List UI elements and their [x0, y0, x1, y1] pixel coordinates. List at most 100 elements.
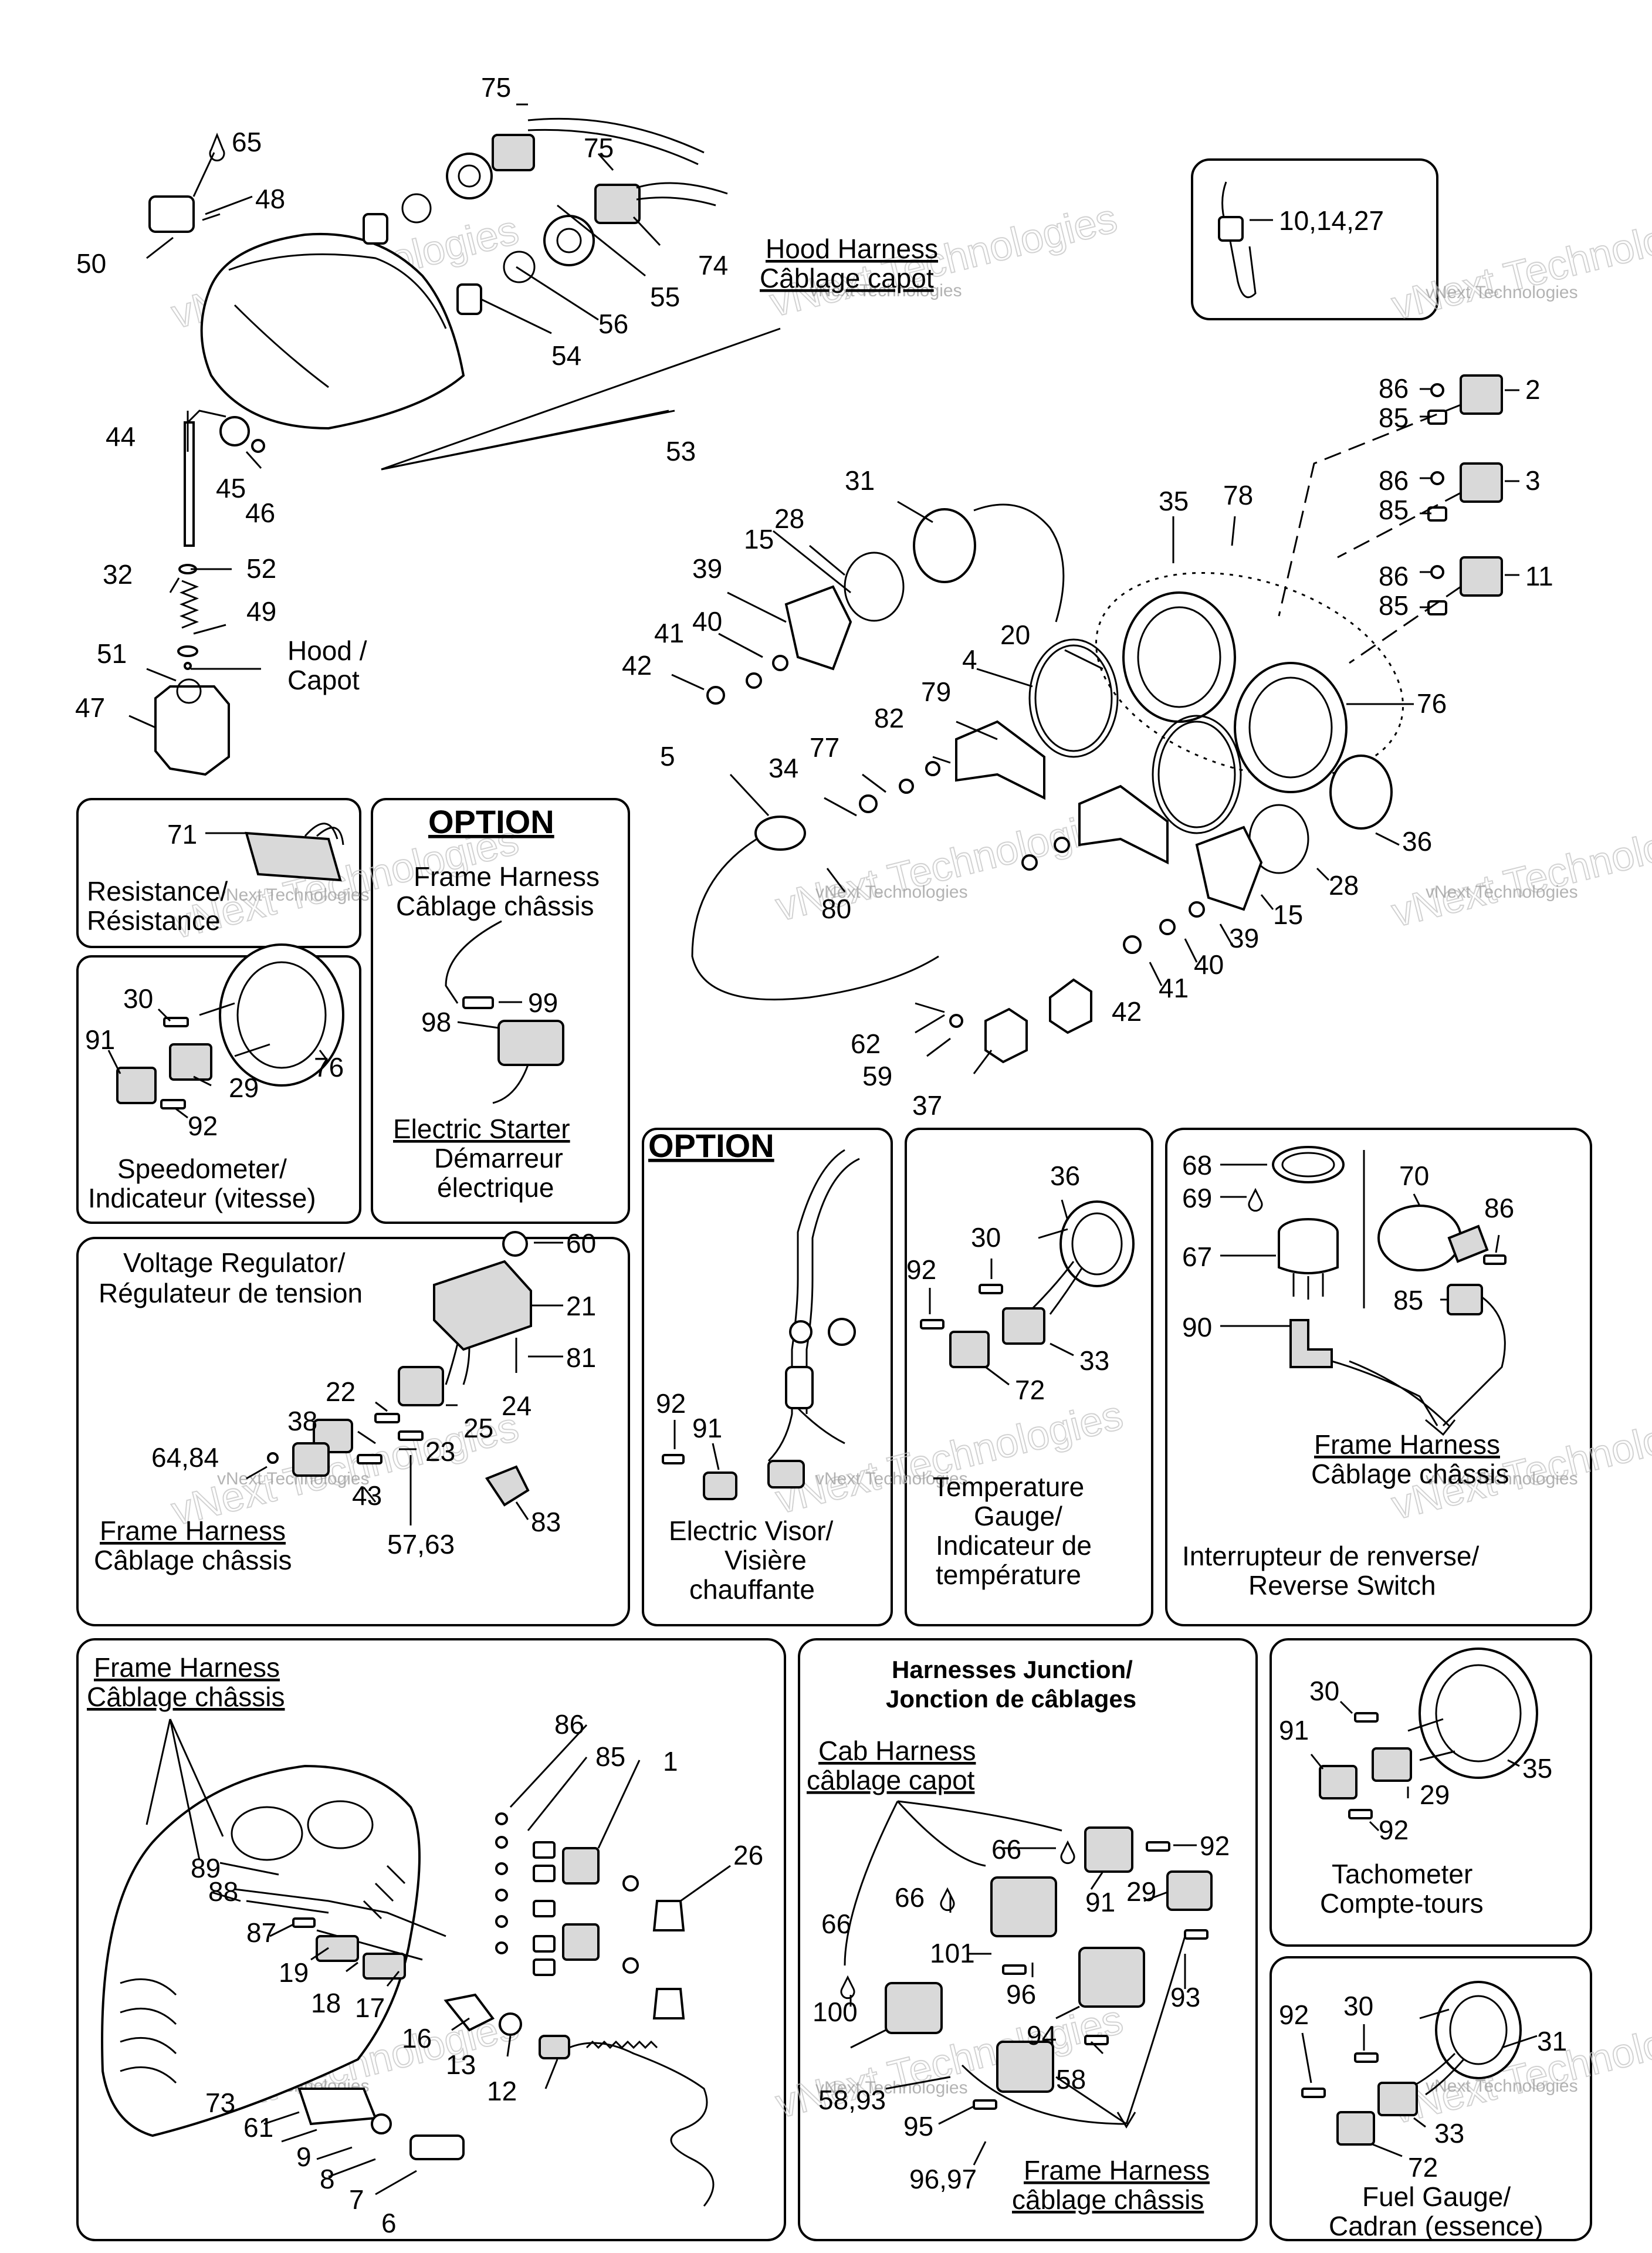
callout-86: 86	[1379, 465, 1409, 496]
reverse-frame-fr: Câblage châssis	[1311, 1459, 1509, 1489]
callout-35: 35	[1522, 1753, 1552, 1784]
callout-20: 20	[1000, 620, 1030, 650]
switch-knob	[622, 1875, 639, 1892]
callout-91: 91	[692, 1413, 722, 1443]
tachometer-panel	[1270, 1638, 1592, 1947]
pointer-lines	[145, 1718, 224, 1860]
cab-harness-arrows	[844, 1800, 1062, 1966]
hood-headlight-assembly	[128, 103, 781, 776]
visor-caption-fr1: Visière	[725, 1545, 807, 1575]
callout-85: 85	[595, 1741, 625, 1772]
frame-harness-arrows	[961, 1936, 1186, 2129]
gauge-cluster-callouts: 86 85 2 86 85 3 86 85 11 31 28 15 39 41 …	[622, 373, 1553, 1121]
callout-92: 92	[1379, 1815, 1409, 1845]
callout-92: 92	[906, 1254, 936, 1285]
tether-cap	[444, 1993, 495, 2032]
terminal	[398, 1430, 424, 1441]
reverse-caption-en: Reverse Switch	[1248, 1570, 1436, 1601]
callout-69: 69	[1182, 1183, 1212, 1213]
callout-92: 92	[1200, 1831, 1230, 1861]
switch	[562, 1923, 600, 1961]
callout-4: 4	[962, 644, 977, 675]
voltage-regulator-panel	[76, 1237, 630, 1626]
voltage-title-en: Voltage Regulator/	[123, 1247, 346, 1278]
callout-98: 98	[421, 1007, 451, 1037]
bracket	[955, 720, 1045, 800]
option-starter-panel	[371, 798, 630, 1224]
watermark-large: vNext Technologies	[1387, 805, 1652, 935]
top-callouts: 75 75 65 48 50 74 55 56 54 53 44 45 46 5…	[75, 72, 728, 723]
washer	[772, 655, 788, 671]
callout-15: 15	[1273, 899, 1303, 930]
callout-6: 6	[381, 2208, 397, 2238]
option-label: OPTION	[428, 803, 554, 840]
cab-harness-en: Cab Harness	[818, 1736, 976, 1766]
leader-lines	[929, 1199, 1074, 1386]
callout-59: 59	[862, 1061, 892, 1091]
callout-41: 41	[1159, 973, 1189, 1003]
nut	[706, 686, 725, 705]
callout-1: 1	[663, 1746, 678, 1777]
terminal	[1483, 1254, 1507, 1265]
leader-lines	[1220, 1163, 1500, 1327]
resistance-caption-en: Resistance/	[87, 876, 228, 906]
grommet	[219, 416, 250, 446]
bulb	[1430, 383, 1444, 397]
panel-borders	[76, 158, 1592, 2241]
o-ring	[1152, 715, 1242, 834]
callout-26: 26	[733, 1840, 763, 1870]
bulb-socket-inner	[556, 228, 582, 253]
leader-lines	[1310, 1700, 1520, 1832]
visor-cord	[767, 1149, 845, 1462]
speedometer-caption-en: Speedometer/	[117, 1153, 287, 1184]
switch	[1460, 462, 1503, 503]
fuel-gauge-panel	[1270, 1956, 1592, 2241]
callout-72: 72	[1408, 2152, 1438, 2183]
tacho-caption-fr: Compte-tours	[1320, 1888, 1484, 1919]
o-ring	[1028, 638, 1119, 758]
leader-lines	[671, 388, 1519, 1074]
switch-dashed-lines	[1278, 404, 1461, 664]
frame-harness-section: Frame Harness Câblage châssis	[87, 1652, 763, 2238]
terminal	[1354, 2052, 1379, 2063]
callout-58-93: 58,93	[818, 2085, 886, 2115]
watermark-large: vNext Technologies	[771, 1392, 1128, 1522]
callout-37: 37	[912, 1090, 942, 1121]
callout-92: 92	[656, 1388, 686, 1419]
connector	[1372, 1747, 1412, 1782]
terminal	[1348, 1809, 1373, 1819]
terminal	[1146, 1841, 1170, 1852]
callout-62: 62	[851, 1029, 881, 1059]
starter-caption-en: Electric Starter	[393, 1114, 570, 1144]
callout-42: 42	[622, 650, 652, 681]
callout-91: 91	[1085, 1887, 1115, 1917]
callout-23: 23	[425, 1436, 455, 1467]
callout-70: 70	[1399, 1161, 1429, 1191]
callout-64-84: 64,84	[151, 1442, 219, 1473]
nut	[1123, 935, 1142, 954]
nut	[859, 794, 878, 813]
switch-bulbs	[495, 1812, 508, 1954]
callout-86: 86	[1379, 561, 1409, 591]
stud	[1419, 1750, 1455, 1761]
callout-16: 16	[402, 2023, 432, 2054]
visor-plug	[785, 1366, 814, 1409]
leader-lines	[107, 1008, 330, 1119]
lamp-leads	[1292, 1273, 1324, 1300]
callout-10-14-27: 10,14,27	[1279, 205, 1384, 236]
callout-17: 17	[355, 1992, 385, 2023]
callout-96-97: 96,97	[909, 2164, 977, 2194]
watermark-small: vNext Technologies	[810, 281, 962, 300]
small-nut	[184, 662, 192, 670]
gauge-tachometer	[1234, 662, 1348, 793]
stud	[1038, 1228, 1068, 1239]
hood-harness-en: Hood Harness	[766, 234, 938, 264]
starter-connector	[497, 1020, 564, 1066]
drop-symbol	[1060, 1840, 1075, 1865]
stud	[1407, 1718, 1444, 1732]
callout-12: 12	[487, 2076, 517, 2106]
connector	[292, 1442, 330, 1477]
callout-31: 31	[845, 465, 875, 496]
tachometer-face	[1435, 1664, 1522, 1763]
callout-91: 91	[1279, 1715, 1309, 1745]
